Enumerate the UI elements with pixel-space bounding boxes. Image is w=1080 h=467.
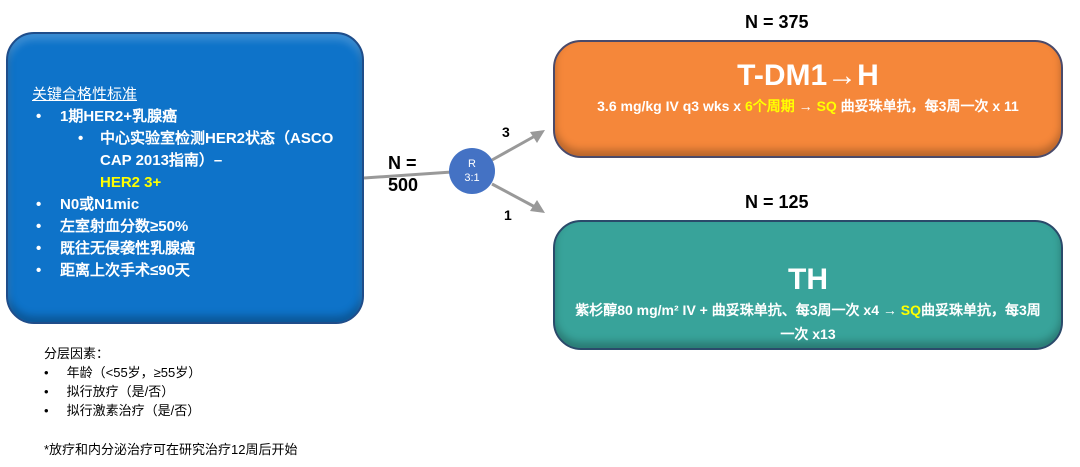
strat-item: • 年龄（<55岁，≥55岁）	[44, 365, 202, 380]
total-n: N = 500	[388, 153, 419, 195]
dose-highlight: 6个周期	[744, 98, 795, 114]
strat-text: 拟行激素治疗（是/否）	[66, 403, 201, 418]
eligibility-criteria-box: 关键合格性标准 1期HER2+乳腺癌 中心实验室检测HER2状态（ASCO CA…	[6, 32, 364, 324]
arm1-n: N = 375	[745, 12, 809, 32]
dose-highlight: SQ	[816, 98, 837, 114]
criteria-item: 距离上次手术≤90天	[32, 260, 362, 282]
strat-text: 年龄（<55岁，≥55岁）	[66, 365, 202, 380]
arm2-n: N = 125	[745, 192, 809, 212]
arm2-dose: 紫杉醇80 mg/m² IV + 曲妥珠单抗、每3周一次 x4 → SQ曲妥珠单…	[555, 298, 1061, 346]
r-label: R	[468, 158, 476, 170]
dose-highlight: SQ	[900, 302, 921, 318]
arm2-box: TH 紫杉醇80 mg/m² IV + 曲妥珠单抗、每3周一次 x4 → SQ曲…	[553, 220, 1063, 350]
strat-item: • 拟行放疗（是/否）	[44, 384, 175, 399]
randomization-node: R 3:1	[449, 148, 495, 194]
strat-title: 分层因素：	[44, 346, 110, 361]
footnote: *放疗和内分泌治疗可在研究治疗12周后开始	[44, 442, 298, 457]
ratio-label: 3:1	[464, 172, 480, 184]
criteria-title: 关键合格性标准	[32, 86, 138, 103]
arm1-dose: 3.6 mg/kg IV q3 wks x 6个周期 → SQ 曲妥珠单抗，每3…	[555, 94, 1061, 118]
dose-text: 紫杉醇80 mg/m² IV + 曲妥珠单抗、每3周一次 x4 →	[575, 302, 901, 318]
arm1-weight: 3	[502, 124, 510, 140]
strat-text: 拟行放疗（是/否）	[66, 384, 175, 399]
arm2-title: TH	[788, 263, 828, 296]
criteria-subitem: 中心实验室检测HER2状态（ASCO CAP 2013指南）– HER2 3+	[32, 128, 362, 194]
strat-item: • 拟行激素治疗（是/否）	[44, 403, 201, 418]
criteria-item: 1期HER2+乳腺癌	[32, 106, 362, 128]
dose-text: 3.6 mg/kg IV q3 wks x	[597, 98, 745, 114]
arm1-box: T-DM1→H 3.6 mg/kg IV q3 wks x 6个周期 → SQ …	[553, 40, 1063, 158]
her2-highlight: HER2 3+	[100, 174, 162, 191]
arm1-title: T-DM1→H	[737, 59, 879, 92]
dose-text: →	[794, 98, 817, 114]
subitem-text: 中心实验室检测HER2状态（ASCO CAP 2013指南）–	[100, 130, 334, 169]
criteria-item: N0或N1mic	[32, 194, 362, 216]
criteria-item: 既往无侵袭性乳腺癌	[32, 238, 362, 260]
criteria-item: 左室射血分数≥50%	[32, 216, 362, 238]
dose-text: 曲妥珠单抗，每3周一次 x 11	[836, 98, 1019, 114]
arm2-weight: 1	[504, 207, 512, 223]
dose-text: 曲妥珠单抗，每3周一次 x13	[780, 302, 1041, 342]
